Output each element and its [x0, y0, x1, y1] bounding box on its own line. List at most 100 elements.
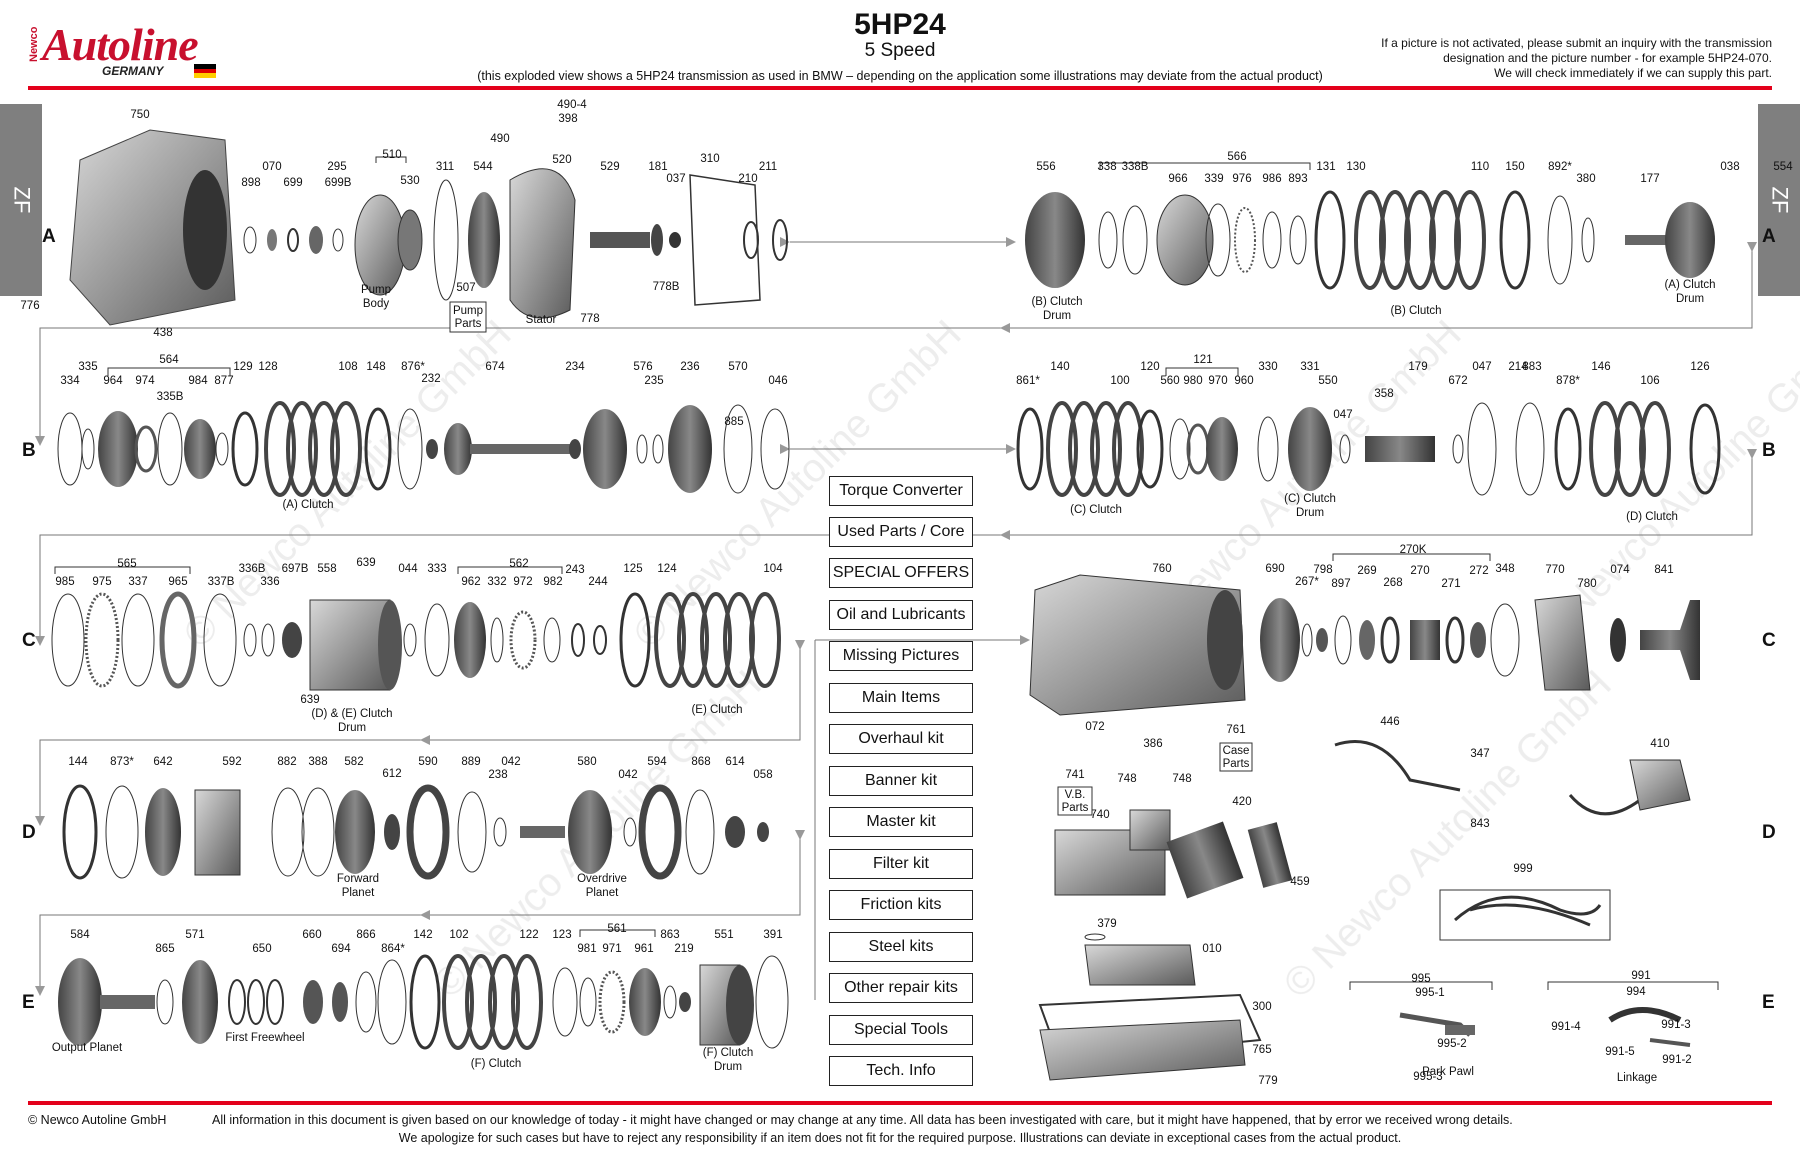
- part-number-label[interactable]: 310: [700, 153, 719, 165]
- part-number-label[interactable]: 660: [302, 929, 321, 941]
- part-number-label[interactable]: 490-4: [557, 99, 587, 111]
- menu-button-steel-kits[interactable]: Steel kits: [829, 932, 973, 962]
- part-number-label[interactable]: 070: [262, 161, 281, 173]
- part-number-label[interactable]: 438: [153, 327, 172, 339]
- part-number-label[interactable]: 740: [1090, 809, 1109, 821]
- part-number-label[interactable]: 690: [1265, 563, 1284, 575]
- part-number-label[interactable]: 639: [300, 694, 319, 706]
- part-number-label[interactable]: 798: [1313, 564, 1332, 576]
- part-number-label[interactable]: 614: [725, 756, 745, 768]
- part-number-label[interactable]: 966: [1168, 173, 1187, 185]
- part-number-label[interactable]: 999: [1513, 863, 1532, 875]
- part-number-label[interactable]: 748: [1117, 773, 1136, 785]
- part-number-label[interactable]: 104: [763, 563, 783, 575]
- part-number-label[interactable]: 144: [68, 756, 88, 768]
- part-number-label[interactable]: 335: [78, 361, 97, 373]
- part-number-label[interactable]: 778B: [653, 281, 680, 293]
- part-number-label[interactable]: 272: [1469, 565, 1488, 577]
- part-number-label[interactable]: 129: [233, 361, 252, 373]
- part-number-label[interactable]: 889: [461, 756, 480, 768]
- part-number-label[interactable]: 991: [1631, 970, 1650, 982]
- part-number-label[interactable]: 038: [1720, 161, 1739, 173]
- part-number-label[interactable]: 331: [1300, 361, 1319, 373]
- part-number-label[interactable]: 558: [317, 563, 336, 575]
- part-number-label[interactable]: 270: [1410, 565, 1429, 577]
- pump-parts-box[interactable]: [449, 301, 487, 333]
- part-number-label[interactable]: 037: [666, 173, 685, 185]
- part-number-label[interactable]: 295: [327, 161, 346, 173]
- part-number-label[interactable]: 140: [1050, 361, 1069, 373]
- part-number-label[interactable]: 334: [60, 375, 80, 387]
- part-number-label[interactable]: 584: [70, 929, 90, 941]
- part-number-label[interactable]: 991-4: [1551, 1021, 1581, 1033]
- part-number-label[interactable]: 520: [552, 154, 571, 166]
- part-number-label[interactable]: 100: [1110, 375, 1129, 387]
- part-number-label[interactable]: 459: [1290, 876, 1309, 888]
- part-number-label[interactable]: 897: [1331, 578, 1350, 590]
- part-number-label[interactable]: 347: [1470, 748, 1489, 760]
- part-number-label[interactable]: 244: [588, 576, 608, 588]
- part-number-label[interactable]: 582: [344, 756, 363, 768]
- part-number-label[interactable]: 995-1: [1415, 987, 1444, 999]
- menu-button-used-parts[interactable]: Used Parts / Core: [829, 517, 973, 547]
- part-number-label[interactable]: 699: [283, 177, 302, 189]
- part-number-label[interactable]: 010: [1202, 943, 1221, 955]
- vb-parts-box[interactable]: [1057, 786, 1093, 816]
- part-number-label[interactable]: 338B: [1122, 161, 1149, 173]
- case-parts-box[interactable]: [1219, 742, 1253, 772]
- part-number-label[interactable]: 102: [449, 929, 468, 941]
- part-number-label[interactable]: 873*: [110, 756, 134, 768]
- part-number-label[interactable]: 995-2: [1437, 1038, 1466, 1050]
- part-number-label[interactable]: 130: [1346, 161, 1365, 173]
- part-number-label[interactable]: 122: [519, 929, 538, 941]
- part-number-label[interactable]: 974: [135, 375, 155, 387]
- menu-button-other-repair-kits[interactable]: Other repair kits: [829, 973, 973, 1003]
- part-number-label[interactable]: 985: [55, 576, 74, 588]
- part-number-label[interactable]: 391: [763, 929, 782, 941]
- part-number-label[interactable]: 236: [680, 361, 699, 373]
- part-number-label[interactable]: 561: [607, 923, 626, 935]
- part-number-label[interactable]: 780: [1577, 578, 1596, 590]
- part-number-label[interactable]: 490: [490, 133, 509, 145]
- part-number-label[interactable]: 971: [602, 943, 621, 955]
- part-number-label[interactable]: 877: [214, 375, 233, 387]
- part-number-label[interactable]: 984: [188, 375, 208, 387]
- zf-tab-right[interactable]: ZF: [1758, 104, 1800, 296]
- part-number-label[interactable]: 560: [1160, 375, 1179, 387]
- part-number-label[interactable]: 388: [308, 756, 327, 768]
- part-number-label[interactable]: 556: [1036, 161, 1055, 173]
- part-number-label[interactable]: 960: [1234, 375, 1253, 387]
- part-number-label[interactable]: 446: [1380, 716, 1399, 728]
- part-number-label[interactable]: 892*: [1548, 161, 1572, 173]
- part-number-label[interactable]: 270K: [1400, 544, 1427, 556]
- menu-button-special-tools[interactable]: Special Tools: [829, 1015, 973, 1045]
- part-number-label[interactable]: 650: [252, 943, 271, 955]
- part-number-label[interactable]: 861*: [1016, 375, 1040, 387]
- part-number-label[interactable]: 210: [738, 173, 757, 185]
- part-number-label[interactable]: 268: [1383, 577, 1402, 589]
- part-number-label[interactable]: 760: [1152, 563, 1171, 575]
- part-number-label[interactable]: 106: [1640, 375, 1659, 387]
- part-number-label[interactable]: 358: [1374, 388, 1393, 400]
- part-number-label[interactable]: 779: [1258, 1075, 1277, 1087]
- part-number-label[interactable]: 876*: [401, 361, 425, 373]
- part-number-label[interactable]: 127: [0, 0, 10, 3]
- part-number-label[interactable]: 594: [647, 756, 667, 768]
- menu-button-master-kit[interactable]: Master kit: [829, 807, 973, 837]
- part-number-label[interactable]: 058: [753, 769, 772, 781]
- part-number-label[interactable]: 962: [461, 576, 480, 588]
- part-number-label[interactable]: 976: [1232, 173, 1251, 185]
- part-number-label[interactable]: 124: [657, 563, 677, 575]
- part-number-label[interactable]: 991-5: [1605, 1046, 1634, 1058]
- part-number-label[interactable]: 211: [759, 161, 777, 173]
- part-number-label[interactable]: 235: [644, 375, 663, 387]
- menu-button-overhaul-kit[interactable]: Overhaul kit: [829, 724, 973, 754]
- part-number-label[interactable]: 674: [485, 361, 505, 373]
- part-number-label[interactable]: 047: [1472, 361, 1491, 373]
- part-number-label[interactable]: 562: [509, 558, 528, 570]
- part-number-label[interactable]: 380: [1576, 173, 1595, 185]
- part-number-label[interactable]: 269: [1357, 565, 1376, 577]
- part-number-label[interactable]: 642: [153, 756, 172, 768]
- part-number-label[interactable]: 972: [513, 576, 532, 588]
- part-number-label[interactable]: 121: [1193, 354, 1212, 366]
